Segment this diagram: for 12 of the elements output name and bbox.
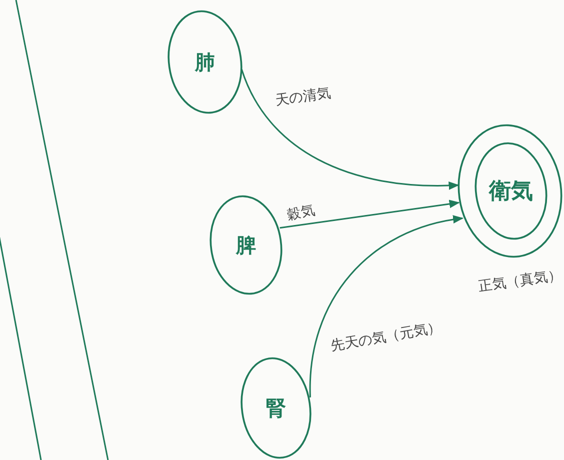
node-label: 肺 bbox=[195, 48, 215, 76]
oval-node bbox=[475, 142, 547, 240]
node-label: 脾 bbox=[236, 232, 256, 258]
node-label: 腎 bbox=[266, 394, 286, 422]
arrow bbox=[309, 216, 464, 398]
oval-node bbox=[241, 357, 311, 459]
arrow bbox=[240, 68, 460, 190]
node-label: 衛気 bbox=[489, 178, 533, 206]
oval-node bbox=[210, 195, 282, 295]
ring-label: 正気（真気） bbox=[477, 266, 563, 296]
oval-node bbox=[168, 10, 242, 114]
arrow bbox=[280, 200, 460, 229]
